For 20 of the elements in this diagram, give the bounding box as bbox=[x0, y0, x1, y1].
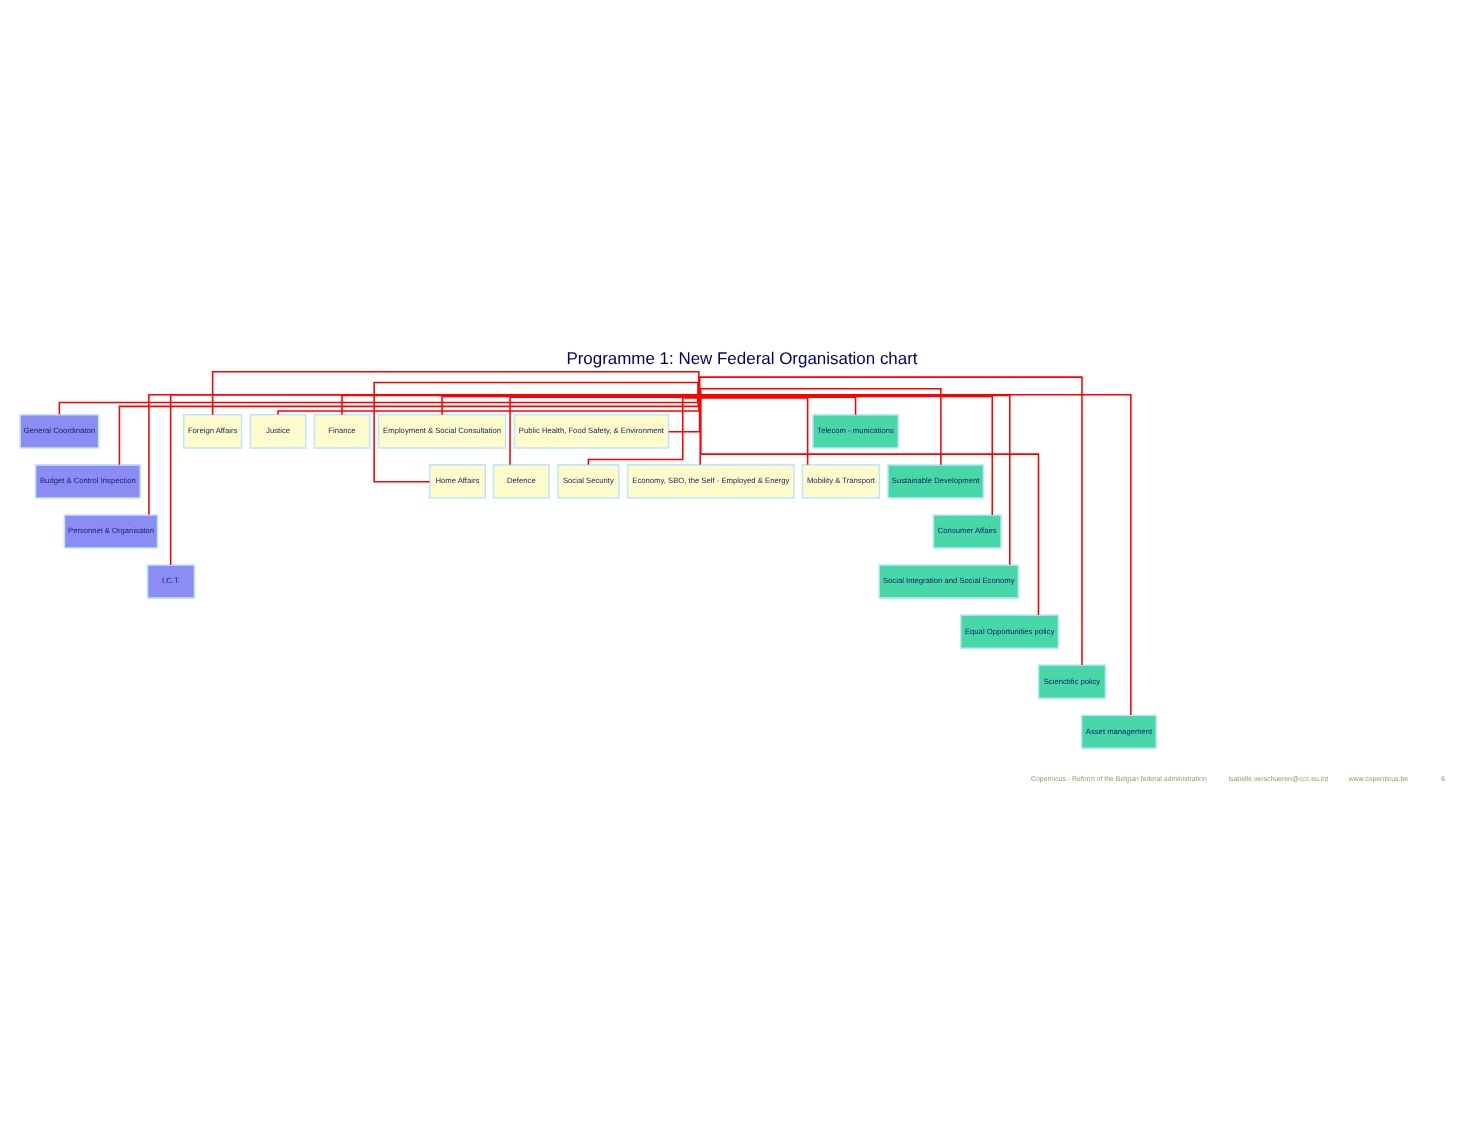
diagram-title: Programme 1: New Federal Organisation chart bbox=[566, 346, 918, 367]
connector bbox=[211, 369, 700, 415]
node-point bbox=[696, 391, 703, 398]
connector bbox=[699, 386, 942, 465]
connector bbox=[148, 393, 698, 515]
connector bbox=[509, 395, 699, 465]
connector bbox=[700, 394, 994, 515]
connector bbox=[169, 393, 698, 565]
connector bbox=[700, 395, 857, 415]
connector bbox=[700, 395, 1040, 615]
connector bbox=[699, 396, 701, 465]
connector bbox=[698, 396, 809, 465]
connector bbox=[277, 396, 700, 415]
connector bbox=[373, 380, 699, 482]
connector bbox=[58, 395, 699, 415]
connector bbox=[700, 393, 1132, 715]
connector bbox=[341, 393, 698, 415]
connector bbox=[700, 393, 1011, 565]
connector bbox=[587, 396, 700, 465]
connector bbox=[118, 396, 700, 465]
